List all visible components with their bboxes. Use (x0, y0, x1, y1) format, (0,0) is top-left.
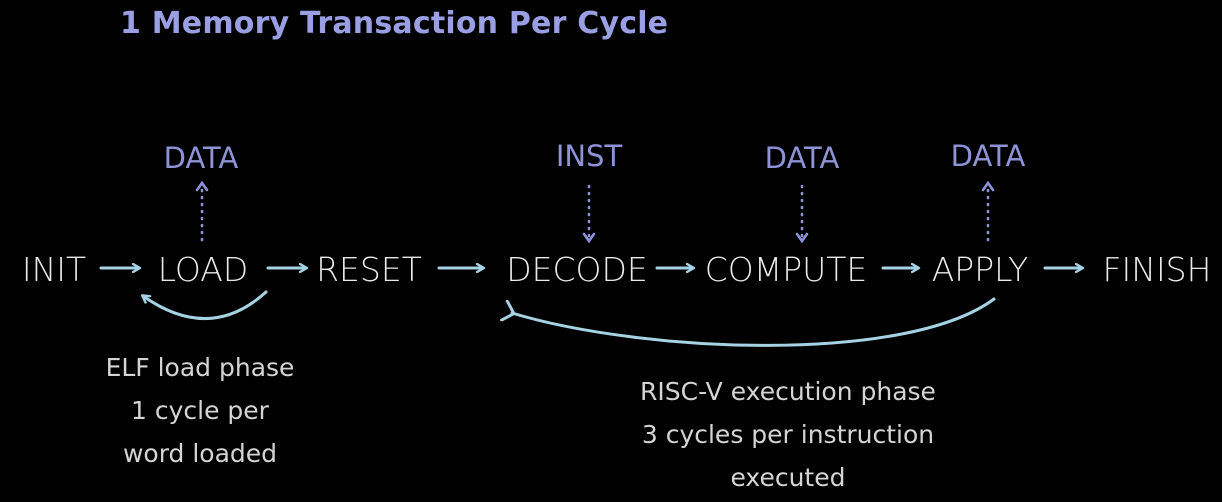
decode-inst-dotted-arrow (582, 184, 596, 244)
compute-data-dotted-arrow (795, 184, 809, 244)
state-compute: COMPUTE (704, 250, 868, 289)
load-phase-caption-line: ELF load phase (105, 353, 295, 382)
load-phase-caption-line: word loaded (122, 439, 278, 468)
exec-phase-caption-line: executed (730, 463, 846, 492)
exec-phase-caption: RISC-V execution phase 3 cycles per inst… (640, 370, 936, 499)
load-memory-label: DATA (163, 141, 239, 175)
apply-decode-loop-arrow (512, 297, 996, 347)
load-loop-arrow (143, 290, 268, 321)
compute-memory-label: DATA (764, 141, 840, 175)
apply-data-dotted-arrow (981, 180, 995, 242)
diagram-title: 1 Memory Transaction Per Cycle (120, 6, 669, 41)
apply-memory-label: DATA (950, 139, 1026, 173)
state-load: LOAD (157, 250, 249, 289)
state-decode: DECODE (506, 250, 648, 289)
decode-memory-label: INST (555, 139, 623, 173)
state-finish: FINISH (1102, 250, 1212, 289)
state-reset: RESET (316, 250, 422, 289)
exec-phase-caption-line: 3 cycles per instruction (641, 420, 935, 449)
exec-phase-caption-line: RISC-V execution phase (640, 377, 936, 406)
state-init: INIT (21, 250, 87, 289)
load-phase-caption-line: 1 cycle per (131, 396, 269, 425)
load-phase-caption: ELF load phase 1 cycle per word loaded (106, 346, 295, 475)
load-data-dotted-arrow (195, 180, 209, 242)
state-apply: APPLY (931, 250, 1029, 289)
